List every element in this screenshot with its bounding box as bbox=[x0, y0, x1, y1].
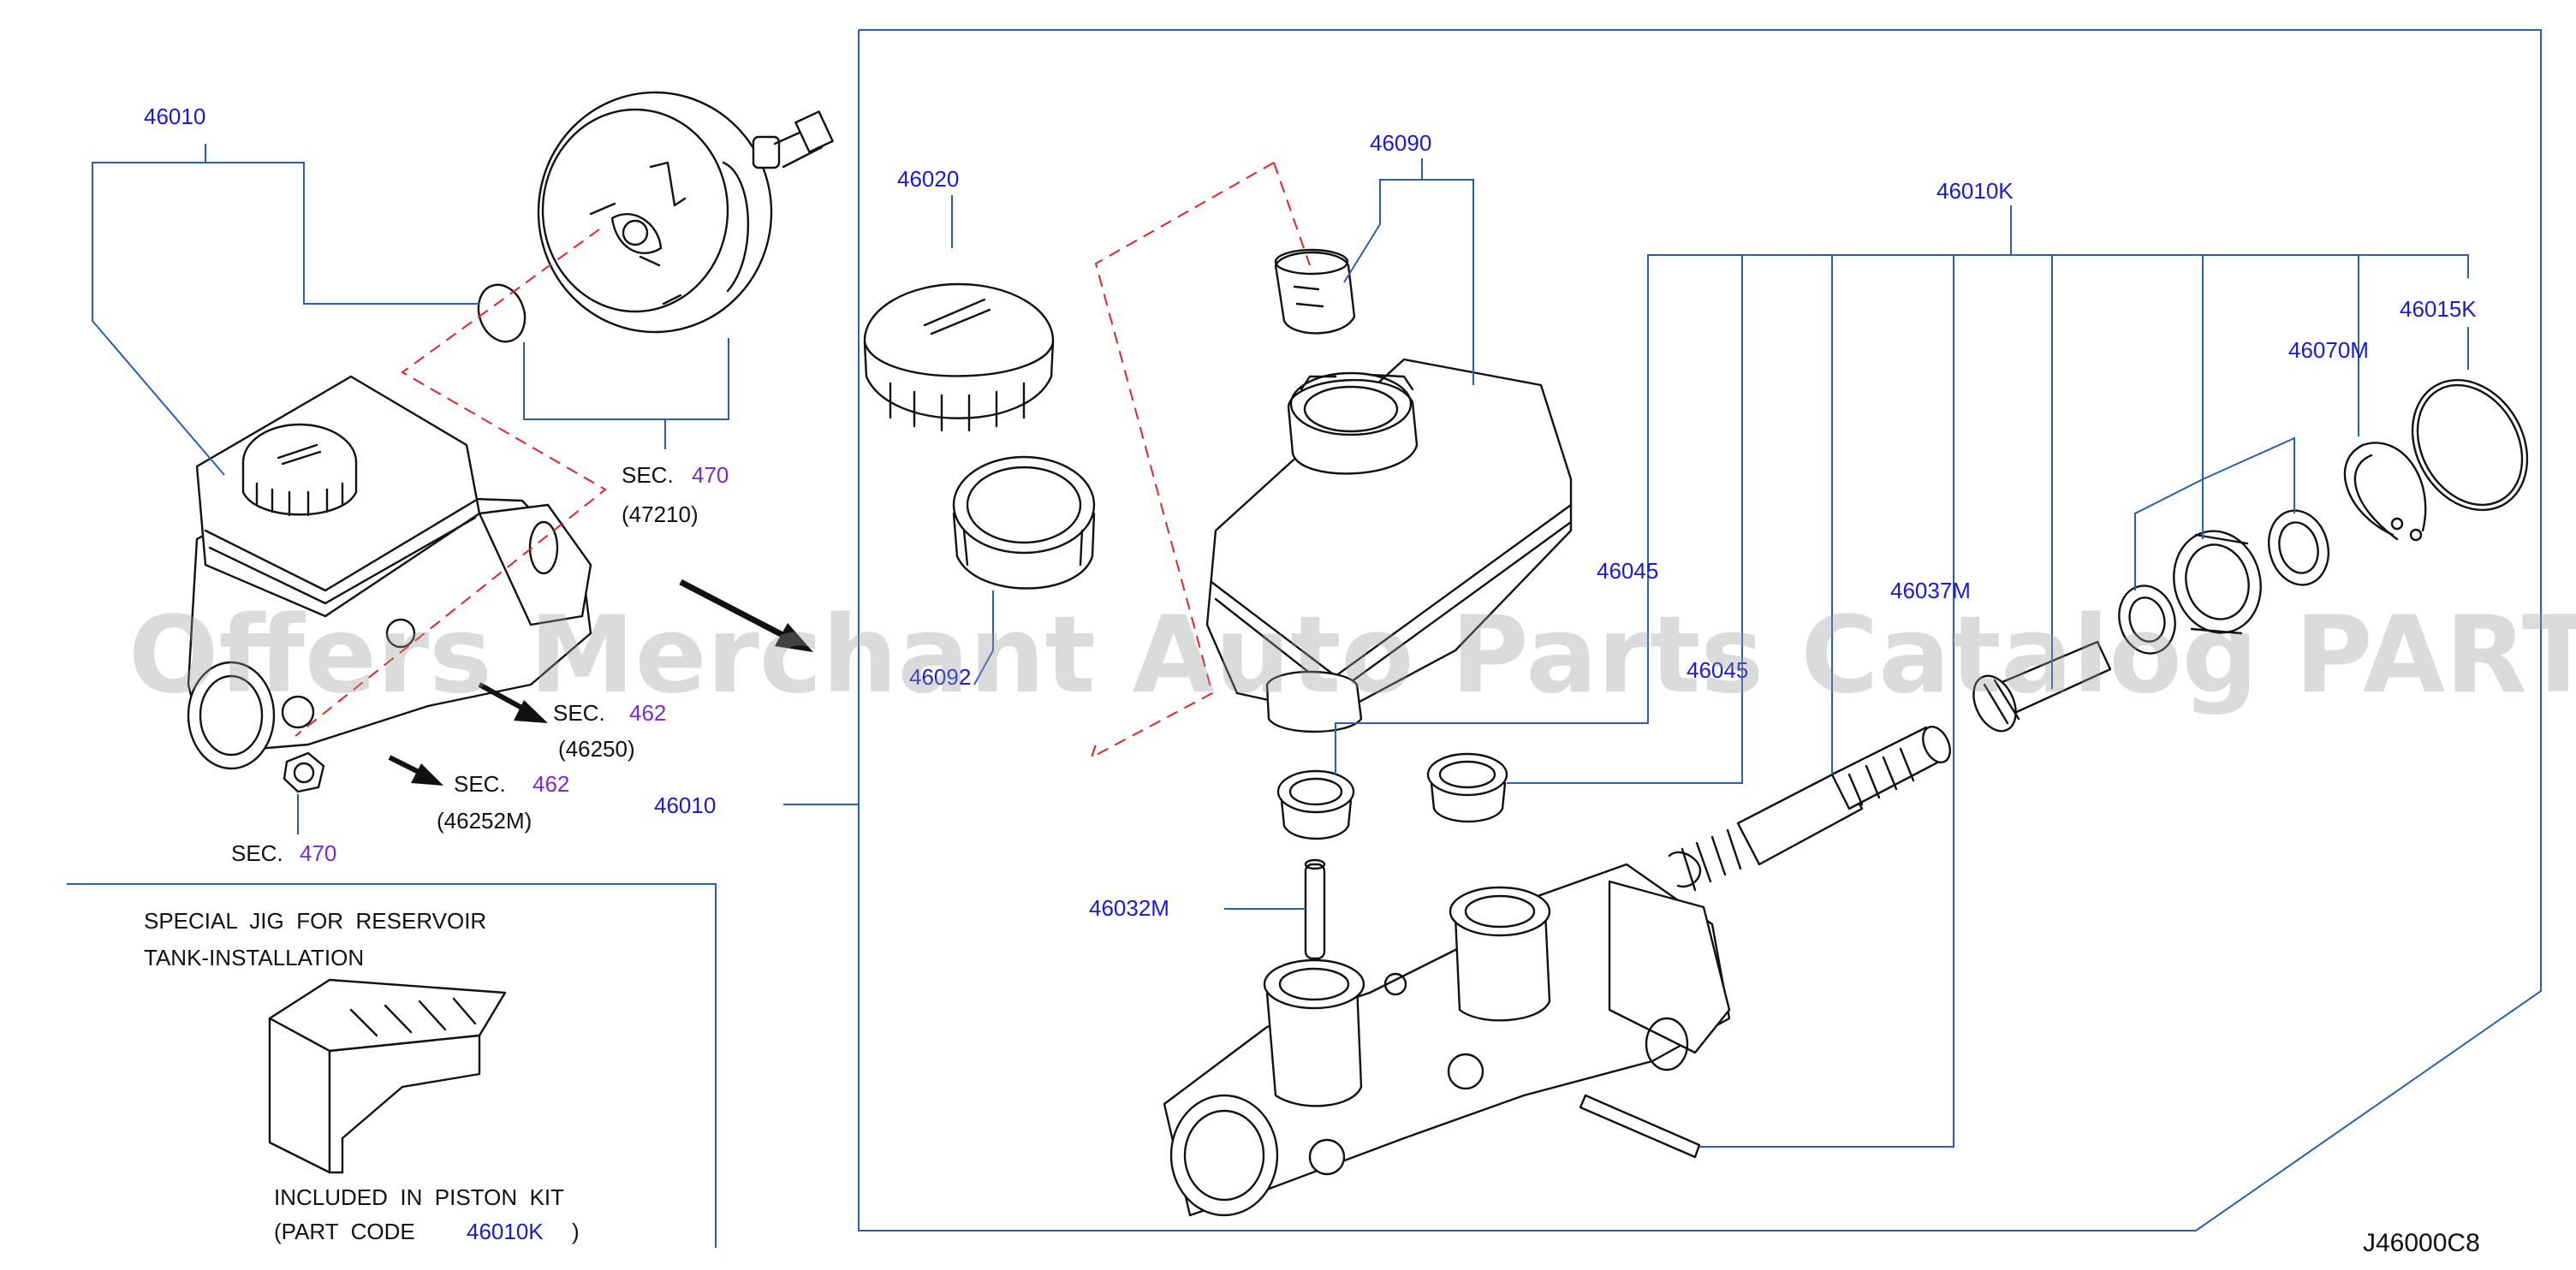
sec-462b-word: SEC. bbox=[454, 771, 506, 797]
nut-small bbox=[283, 751, 325, 793]
jig-note-line1: INCLUDED IN PISTON KIT bbox=[274, 1184, 564, 1210]
callout-46020: 46020 bbox=[897, 166, 959, 192]
master-cylinder-assembly-small bbox=[187, 375, 592, 770]
callout-46032M: 46032M bbox=[1089, 895, 1169, 921]
grommet-a bbox=[1276, 769, 1355, 840]
piston-seal bbox=[2268, 509, 2329, 586]
grommet-b bbox=[1426, 752, 1508, 823]
callout-46090: 46090 bbox=[1370, 130, 1431, 156]
reservoir-cap bbox=[863, 282, 1055, 432]
sec-booster-number: 470 bbox=[692, 462, 729, 488]
callout-46045-a: 46045 bbox=[1597, 558, 1658, 584]
callout-46010-top: 46010 bbox=[144, 104, 205, 129]
special-jig bbox=[268, 978, 507, 1174]
brake-booster bbox=[537, 91, 834, 334]
leader-46015K-top bbox=[2011, 254, 2469, 278]
sec-booster-part: (47210) bbox=[622, 501, 699, 527]
jig-title-line1: SPECIAL JIG FOR RESERVOIR bbox=[144, 908, 486, 934]
detail-frame bbox=[858, 29, 2542, 1231]
leader-46092 bbox=[973, 590, 994, 685]
master-cylinder-body bbox=[1163, 863, 1731, 1217]
jig-note-code: 46010K bbox=[467, 1219, 544, 1244]
o-ring-large bbox=[2411, 378, 2529, 512]
callout-46045-b: 46045 bbox=[1687, 657, 1748, 683]
callout-46010K: 46010K bbox=[1936, 178, 2014, 204]
jig-box-frame bbox=[67, 883, 717, 1248]
secondary-piston bbox=[1668, 726, 1951, 892]
reservoir-seal bbox=[952, 455, 1096, 590]
sec-nut-number: 470 bbox=[300, 840, 336, 866]
sec-nut-word: SEC. bbox=[231, 840, 283, 866]
sec-462a-word: SEC. bbox=[553, 700, 605, 726]
leader-46090-tank bbox=[1422, 179, 1474, 385]
sec-462b-part: (46252M) bbox=[437, 808, 532, 834]
dash-detail-tank bbox=[1273, 162, 1311, 266]
jig-title-line2: TANK-INSTALLATION bbox=[144, 945, 364, 970]
primary-piston bbox=[1972, 640, 2112, 733]
leader-cups bbox=[2134, 255, 2204, 590]
leader-booster bbox=[523, 338, 729, 420]
leader-seal bbox=[2202, 436, 2295, 513]
watermark: Offers Merchant Auto Parts Catalog PARTS… bbox=[128, 594, 2576, 717]
dash-left bbox=[294, 228, 607, 737]
sec-462b-number: 462 bbox=[532, 771, 569, 797]
jig-note-prefix: (PART CODE bbox=[274, 1219, 415, 1244]
callout-46092: 46092 bbox=[909, 664, 971, 690]
sec-462a-part: (46250) bbox=[558, 736, 635, 762]
leader-46090 bbox=[1343, 158, 1423, 283]
arrow-sec462-a bbox=[478, 682, 548, 723]
callout-46037M: 46037M bbox=[1890, 578, 1971, 603]
leader-46010-oring bbox=[205, 162, 479, 305]
leader-46010K bbox=[1335, 205, 2012, 774]
sec-booster-word: SEC. bbox=[622, 462, 674, 488]
reservoir-tank bbox=[1205, 358, 1573, 733]
jig-note-suffix: ) bbox=[572, 1219, 580, 1244]
diagram-code: J46000C8 bbox=[2363, 1229, 2480, 1257]
o-ring bbox=[477, 283, 527, 343]
arrow-sec462-b bbox=[388, 755, 443, 786]
piston-cup-small bbox=[2118, 585, 2176, 655]
cap-retainer bbox=[1274, 248, 1356, 335]
leader-46010-top bbox=[92, 144, 225, 476]
callout-46070M: 46070M bbox=[2288, 337, 2369, 363]
arrow-to-detail bbox=[679, 579, 813, 652]
piston-cup-large bbox=[2173, 530, 2262, 635]
snap-ring bbox=[2343, 442, 2427, 542]
callout-46010-left: 46010 bbox=[654, 792, 716, 818]
leader-46037M bbox=[1699, 255, 1954, 1148]
stopper-pin bbox=[1304, 858, 1326, 960]
leader-46045-b bbox=[1507, 255, 1743, 784]
callout-46015K: 46015K bbox=[2400, 296, 2477, 322]
long-pin bbox=[1579, 1094, 1701, 1159]
sec-462a-number: 462 bbox=[629, 700, 666, 726]
dash-detail-cap bbox=[1090, 162, 1275, 760]
